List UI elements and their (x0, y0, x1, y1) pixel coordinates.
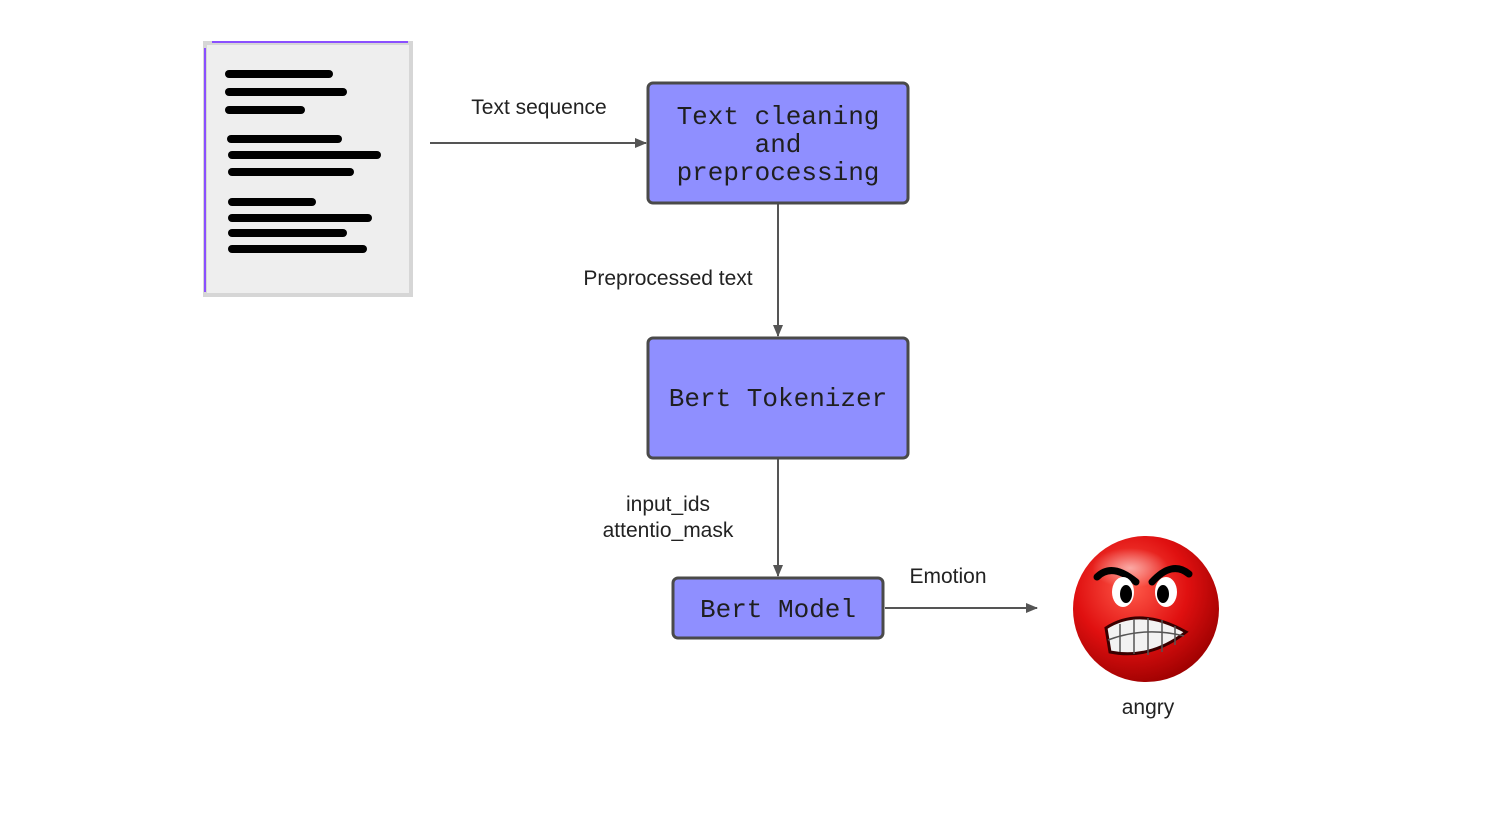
bert-tokenizer-node: Bert Tokenizer (646, 336, 910, 460)
edge-label-text-sequence: Text sequence (471, 96, 606, 119)
output-label-angry: angry (1122, 696, 1175, 719)
bert-model-node: Bert Model (671, 576, 885, 640)
edge-label-input-ids: input_ids (626, 493, 710, 516)
document-icon (203, 41, 413, 297)
text-cleaning-line-1: Text cleaning (677, 102, 880, 132)
text-cleaning-node: Text cleaning and preprocessing (646, 81, 910, 205)
text-cleaning-line-3: preprocessing (677, 158, 880, 188)
edge-label-preprocessed-text: Preprocessed text (583, 267, 752, 290)
edge-label-attention-mask: attentio_mask (603, 519, 734, 542)
text-cleaning-line-2: and (755, 130, 802, 160)
angry-face-icon (1073, 536, 1219, 682)
bert-tokenizer-label: Bert Tokenizer (669, 384, 887, 414)
bert-model-label: Bert Model (700, 595, 856, 625)
edge-label-emotion: Emotion (909, 565, 986, 588)
